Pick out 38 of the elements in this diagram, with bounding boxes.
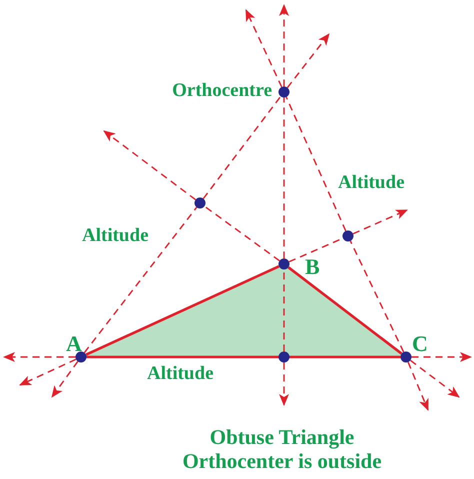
dashed-line — [286, 96, 346, 232]
dashed-arrow — [407, 362, 429, 411]
point-label: Orthocentre — [172, 81, 272, 100]
altitude-label: Altitude — [338, 173, 404, 192]
triangle-side — [288, 266, 402, 355]
dashed-arrow — [3, 352, 76, 362]
dashed-line — [84, 206, 198, 354]
point-label: A — [66, 333, 82, 355]
triangle-side — [85, 265, 280, 356]
dashed-line — [283, 270, 285, 352]
dashed-arrow — [412, 352, 472, 362]
triangle-side — [86, 356, 400, 358]
dashed-arrow — [51, 361, 78, 398]
dashed-line — [202, 96, 282, 200]
point-dot — [278, 258, 290, 270]
point-dot — [76, 352, 86, 362]
dashed-arrow — [410, 360, 460, 398]
altitude-label: Altitude — [147, 364, 214, 383]
caption-text: Orthocenter is outside — [182, 451, 382, 472]
point-dot — [194, 198, 206, 208]
dashed-arrow — [103, 130, 196, 200]
dashed-line — [204, 206, 280, 262]
dashed-line — [283, 98, 285, 258]
dashed-arrow — [286, 33, 330, 88]
dashed-arrow — [245, 9, 282, 88]
point-dot — [278, 86, 290, 98]
dashed-line — [350, 240, 404, 352]
point-label: B — [305, 256, 320, 278]
dashed-arrow — [19, 358, 76, 386]
dashed-arrow — [279, 4, 289, 86]
caption-text: Obtuse Triangle — [210, 427, 354, 448]
point-dot — [400, 352, 412, 362]
point-label: C — [412, 333, 428, 355]
point-dot — [278, 352, 290, 362]
point-dot — [342, 230, 354, 242]
dashed-arrow — [279, 362, 289, 406]
dashed-arrow — [352, 209, 408, 234]
altitude-label: Altitude — [82, 226, 148, 245]
